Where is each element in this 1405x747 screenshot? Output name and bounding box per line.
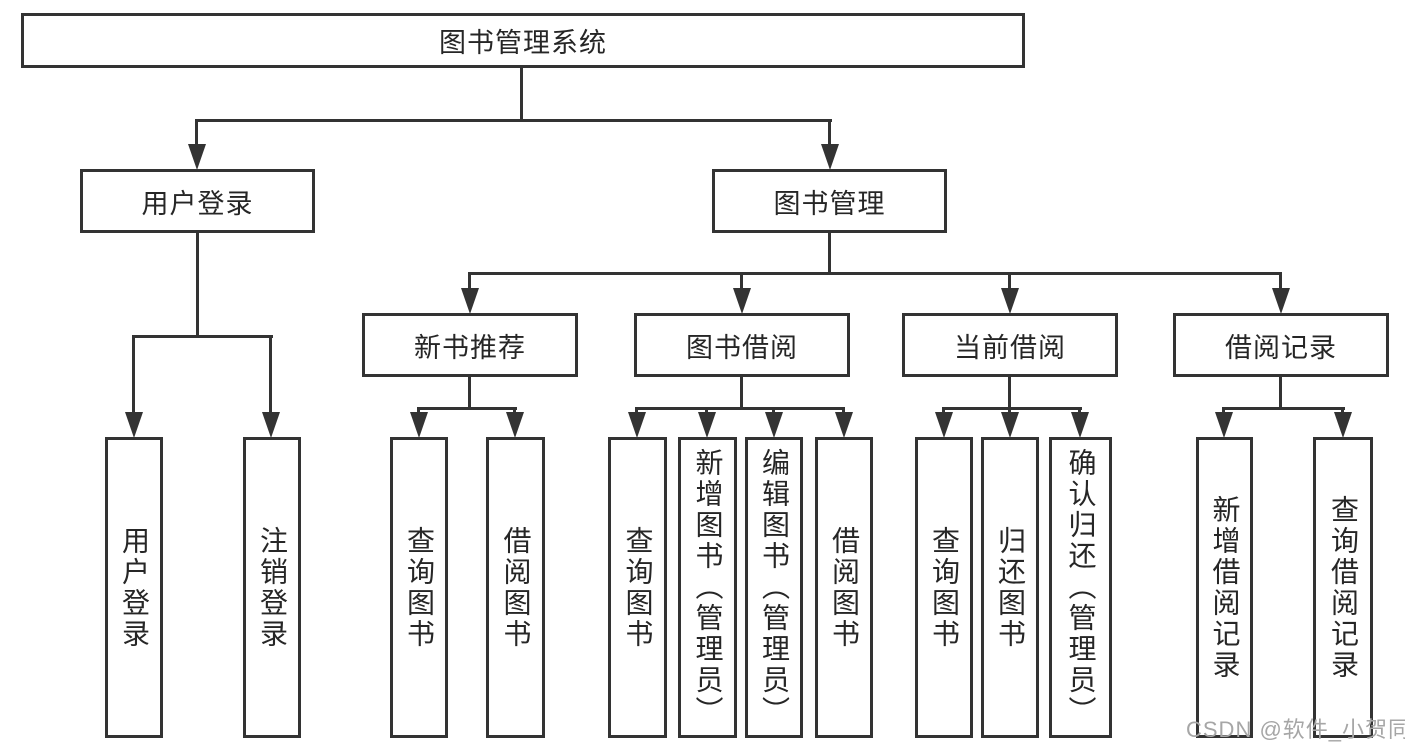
arrow-down-icon (698, 412, 716, 438)
leaf-add-borrow-record: 新增借阅记录 (1196, 437, 1253, 738)
leaf-confirm-return-admin: 确认归还（管理员） (1049, 437, 1112, 738)
leaf-query-books-3: 查询图书 (915, 437, 973, 738)
leaf-add-books-admin: 新增图书（管理员） (678, 437, 737, 738)
leaf-return-books: 归还图书 (981, 437, 1039, 738)
connector-drop-user-login (195, 119, 198, 150)
connector-book-borrow-rail (635, 407, 845, 410)
arrow-down-icon (935, 412, 953, 438)
leaf-query-borrow-record: 查询借阅记录 (1313, 437, 1373, 738)
arrow-down-icon (1001, 288, 1019, 314)
node-book-management-system: 图书管理系统 (21, 13, 1025, 68)
node-book-mgmt: 图书管理 (712, 169, 947, 233)
connector-drop-borrow-records (1279, 272, 1282, 292)
connector-book-mgmt-stem (828, 233, 831, 275)
connector-current-borrow-rail (942, 407, 1082, 410)
arrow-down-icon (821, 144, 839, 170)
node-book-borrow: 图书借阅 (634, 313, 850, 377)
connector-drop-new-book-rec (468, 272, 471, 292)
leaf-borrow-books-2: 借阅图书 (815, 437, 873, 738)
arrow-down-icon (262, 412, 280, 438)
leaf-logout: 注销登录 (243, 437, 301, 738)
arrow-down-icon (1215, 412, 1233, 438)
connector-current-borrow-stem (1008, 377, 1011, 410)
arrow-down-icon (835, 412, 853, 438)
arrow-down-icon (628, 412, 646, 438)
arrow-down-icon (506, 412, 524, 438)
leaf-edit-books-admin: 编辑图书（管理员） (745, 437, 803, 738)
arrow-down-icon (1071, 412, 1089, 438)
arrow-down-icon (765, 412, 783, 438)
connector-drop-book-mgmt (828, 119, 831, 150)
connector-book-borrow-stem (740, 377, 743, 410)
arrow-down-icon (1272, 288, 1290, 314)
leaf-user-login: 用户登录 (105, 437, 163, 738)
arrow-down-icon (461, 288, 479, 314)
connector-borrow-records-stem (1279, 377, 1282, 410)
connector-drop-current-borrow (1008, 272, 1011, 292)
connector-new-book-rail (417, 407, 517, 410)
arrow-down-icon (1001, 412, 1019, 438)
arrow-down-icon (1334, 412, 1352, 438)
arrow-down-icon (410, 412, 428, 438)
connector-book-mgmt-rail (468, 272, 1282, 275)
connector-user-login-rail (132, 335, 273, 338)
arrow-down-icon (125, 412, 143, 438)
node-borrow-records: 借阅记录 (1173, 313, 1389, 377)
connector-new-book-stem (468, 377, 471, 410)
leaf-borrow-books-1: 借阅图书 (486, 437, 545, 738)
leaf-query-books-1: 查询图书 (390, 437, 448, 738)
connector-root-stem (520, 68, 523, 122)
arrow-down-icon (733, 288, 751, 314)
node-new-book-recommend: 新书推荐 (362, 313, 578, 377)
connector-drop-book-borrow (740, 272, 743, 292)
arrow-down-icon (188, 144, 206, 170)
connector-borrow-records-rail (1222, 407, 1345, 410)
node-user-login: 用户登录 (80, 169, 315, 233)
connector-root-rail (195, 119, 832, 122)
connector-drop-logout-leaf (269, 335, 272, 417)
csdn-watermark: CSDN @软件_小贺同学 (1186, 717, 1405, 742)
connector-user-login-stem (196, 233, 199, 337)
leaf-query-books-2: 查询图书 (608, 437, 667, 738)
node-current-borrow: 当前借阅 (902, 313, 1118, 377)
connector-drop-login-leaf (132, 335, 135, 417)
